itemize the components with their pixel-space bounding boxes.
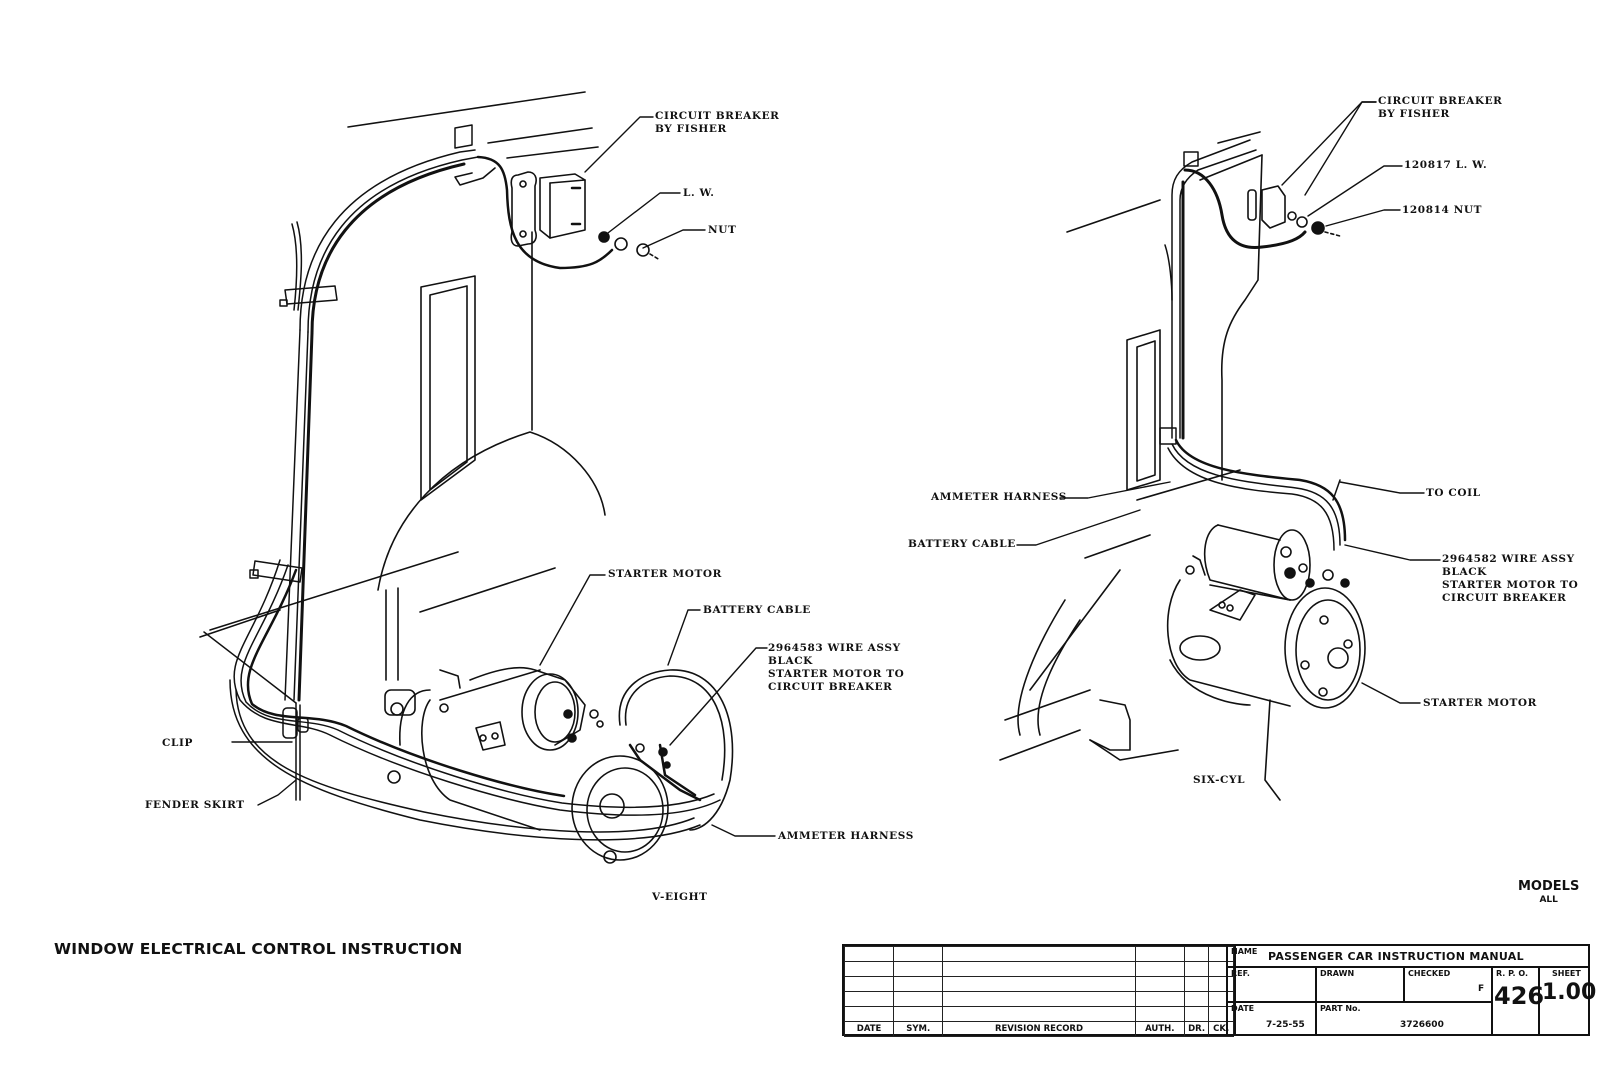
revision-row: [843, 1006, 1234, 1022]
revision-record-block: DATE SYM. REVISION RECORD AUTH. DR. CK.: [842, 944, 1236, 1037]
label-line: BLACK: [768, 655, 813, 667]
ref-label: REF.: [1231, 969, 1250, 978]
label-line: STARTER MOTOR TO: [768, 668, 905, 680]
v8-nut-label: NUT: [708, 224, 737, 236]
six-ammeter-harness-label: AMMETER HARNESS: [931, 491, 1067, 503]
revision-row: [843, 946, 1234, 962]
models-value: ALL: [1539, 895, 1558, 905]
models-note: MODELS ALL: [1518, 879, 1579, 905]
six-cyl-harness: [1159, 139, 1347, 551]
date-value: 7-25-55: [1266, 1020, 1305, 1030]
divider: [1403, 966, 1405, 1001]
v8-lw-label: L. W.: [683, 187, 715, 199]
v-eight-circuit-breaker: [510, 171, 661, 261]
label-line: 2964582 WIRE ASSY: [1442, 553, 1575, 565]
label-line: CIRCUIT BREAKER: [768, 681, 893, 693]
part-value: 3726600: [1400, 1020, 1444, 1030]
revision-row: [843, 976, 1234, 992]
checked-label: CHECKED: [1408, 969, 1451, 978]
label-line: CIRCUIT BREAKER: [1442, 592, 1567, 604]
label-line: CIRCUIT BREAKER: [1378, 95, 1503, 107]
label-line: BY FISHER: [655, 123, 727, 135]
v8-caption: V-EIGHT: [652, 891, 708, 903]
v8-starter-motor-label: STARTER MOTOR: [608, 568, 722, 580]
v8-wire-assy-label: 2964583 WIRE ASSY BLACK STARTER MOTOR TO…: [768, 642, 904, 694]
divider: [1491, 966, 1493, 1036]
v-eight-starter-motor: [384, 666, 671, 864]
rpo-label: R. P. O.: [1496, 969, 1529, 978]
six-to-coil-label: TO COIL: [1426, 487, 1481, 499]
label-line: CIRCUIT BREAKER: [655, 110, 780, 122]
label-line: BLACK: [1442, 566, 1487, 578]
v-eight-leader-lines: [231, 116, 776, 837]
sheet-value: 1.00: [1542, 980, 1597, 1005]
sheet-label: SHEET: [1552, 969, 1581, 978]
rev-header-date: DATE: [843, 1021, 895, 1037]
v8-circuit-breaker-label: CIRCUIT BREAKER BY FISHER: [655, 110, 780, 136]
v8-fender-skirt-label: FENDER SKIRT: [145, 799, 245, 811]
v-eight-battery-cable: [618, 669, 734, 831]
six-lw-label: 120817 L. W.: [1404, 159, 1488, 171]
v8-clip-label: CLIP: [162, 737, 193, 749]
name-label: NAME: [1231, 947, 1258, 956]
label-line: STARTER MOTOR TO: [1442, 579, 1579, 591]
models-heading: MODELS: [1518, 879, 1580, 894]
six-caption: SIX-CYL: [1193, 774, 1246, 786]
six-cyl-starter-motor: [1166, 524, 1366, 801]
v8-ammeter-harness-label: AMMETER HARNESS: [778, 830, 914, 842]
rev-header-auth: AUTH.: [1134, 1021, 1185, 1037]
revision-header-row: DATE SYM. REVISION RECORD AUTH. DR. CK.: [843, 1021, 1234, 1037]
six-circuit-breaker-label: CIRCUIT BREAKER BY FISHER: [1378, 95, 1503, 121]
six-nut-label: 120814 NUT: [1402, 204, 1483, 216]
divider: [1228, 966, 1588, 968]
fender-skirt: [203, 631, 309, 801]
divider: [1315, 966, 1317, 1036]
six-battery-cable-label: BATTERY CABLE: [908, 538, 1016, 550]
checked-value: F: [1478, 984, 1485, 994]
rev-header-record: REVISION RECORD: [942, 1021, 1136, 1037]
date-label: DATE: [1231, 1004, 1255, 1013]
divider: [1538, 966, 1540, 1036]
six-cyl-circuit-breaker: [1247, 185, 1341, 237]
label-line: 2964583 WIRE ASSY: [768, 642, 901, 654]
revision-row: [843, 961, 1234, 977]
drawn-label: DRAWN: [1320, 969, 1355, 978]
six-wire-assy-label: 2964582 WIRE ASSY BLACK STARTER MOTOR TO…: [1442, 553, 1578, 605]
rev-header-dr: DR.: [1183, 1021, 1210, 1037]
six-cyl-leader-lines: [1016, 101, 1441, 704]
label-line: BY FISHER: [1378, 108, 1450, 120]
six-starter-motor-label: STARTER MOTOR: [1423, 697, 1537, 709]
revision-row: [843, 991, 1234, 1007]
v8-battery-cable-label: BATTERY CABLE: [703, 604, 811, 616]
part-label: PART No.: [1320, 1004, 1361, 1013]
revision-table: DATE SYM. REVISION RECORD AUTH. DR. CK.: [843, 946, 1234, 1037]
rev-header-sym: SYM.: [893, 1021, 944, 1037]
divider: [1228, 1001, 1493, 1003]
v-eight-body-panel: [199, 91, 606, 681]
name-value: PASSENGER CAR INSTRUCTION MANUAL: [1268, 950, 1524, 963]
rpo-value: 426: [1494, 982, 1545, 1010]
title-block: NAME PASSENGER CAR INSTRUCTION MANUAL RE…: [1226, 944, 1596, 1036]
six-cyl-body-panel: [999, 131, 1263, 761]
drawing-title: WINDOW ELECTRICAL CONTROL INSTRUCTION: [54, 940, 463, 958]
